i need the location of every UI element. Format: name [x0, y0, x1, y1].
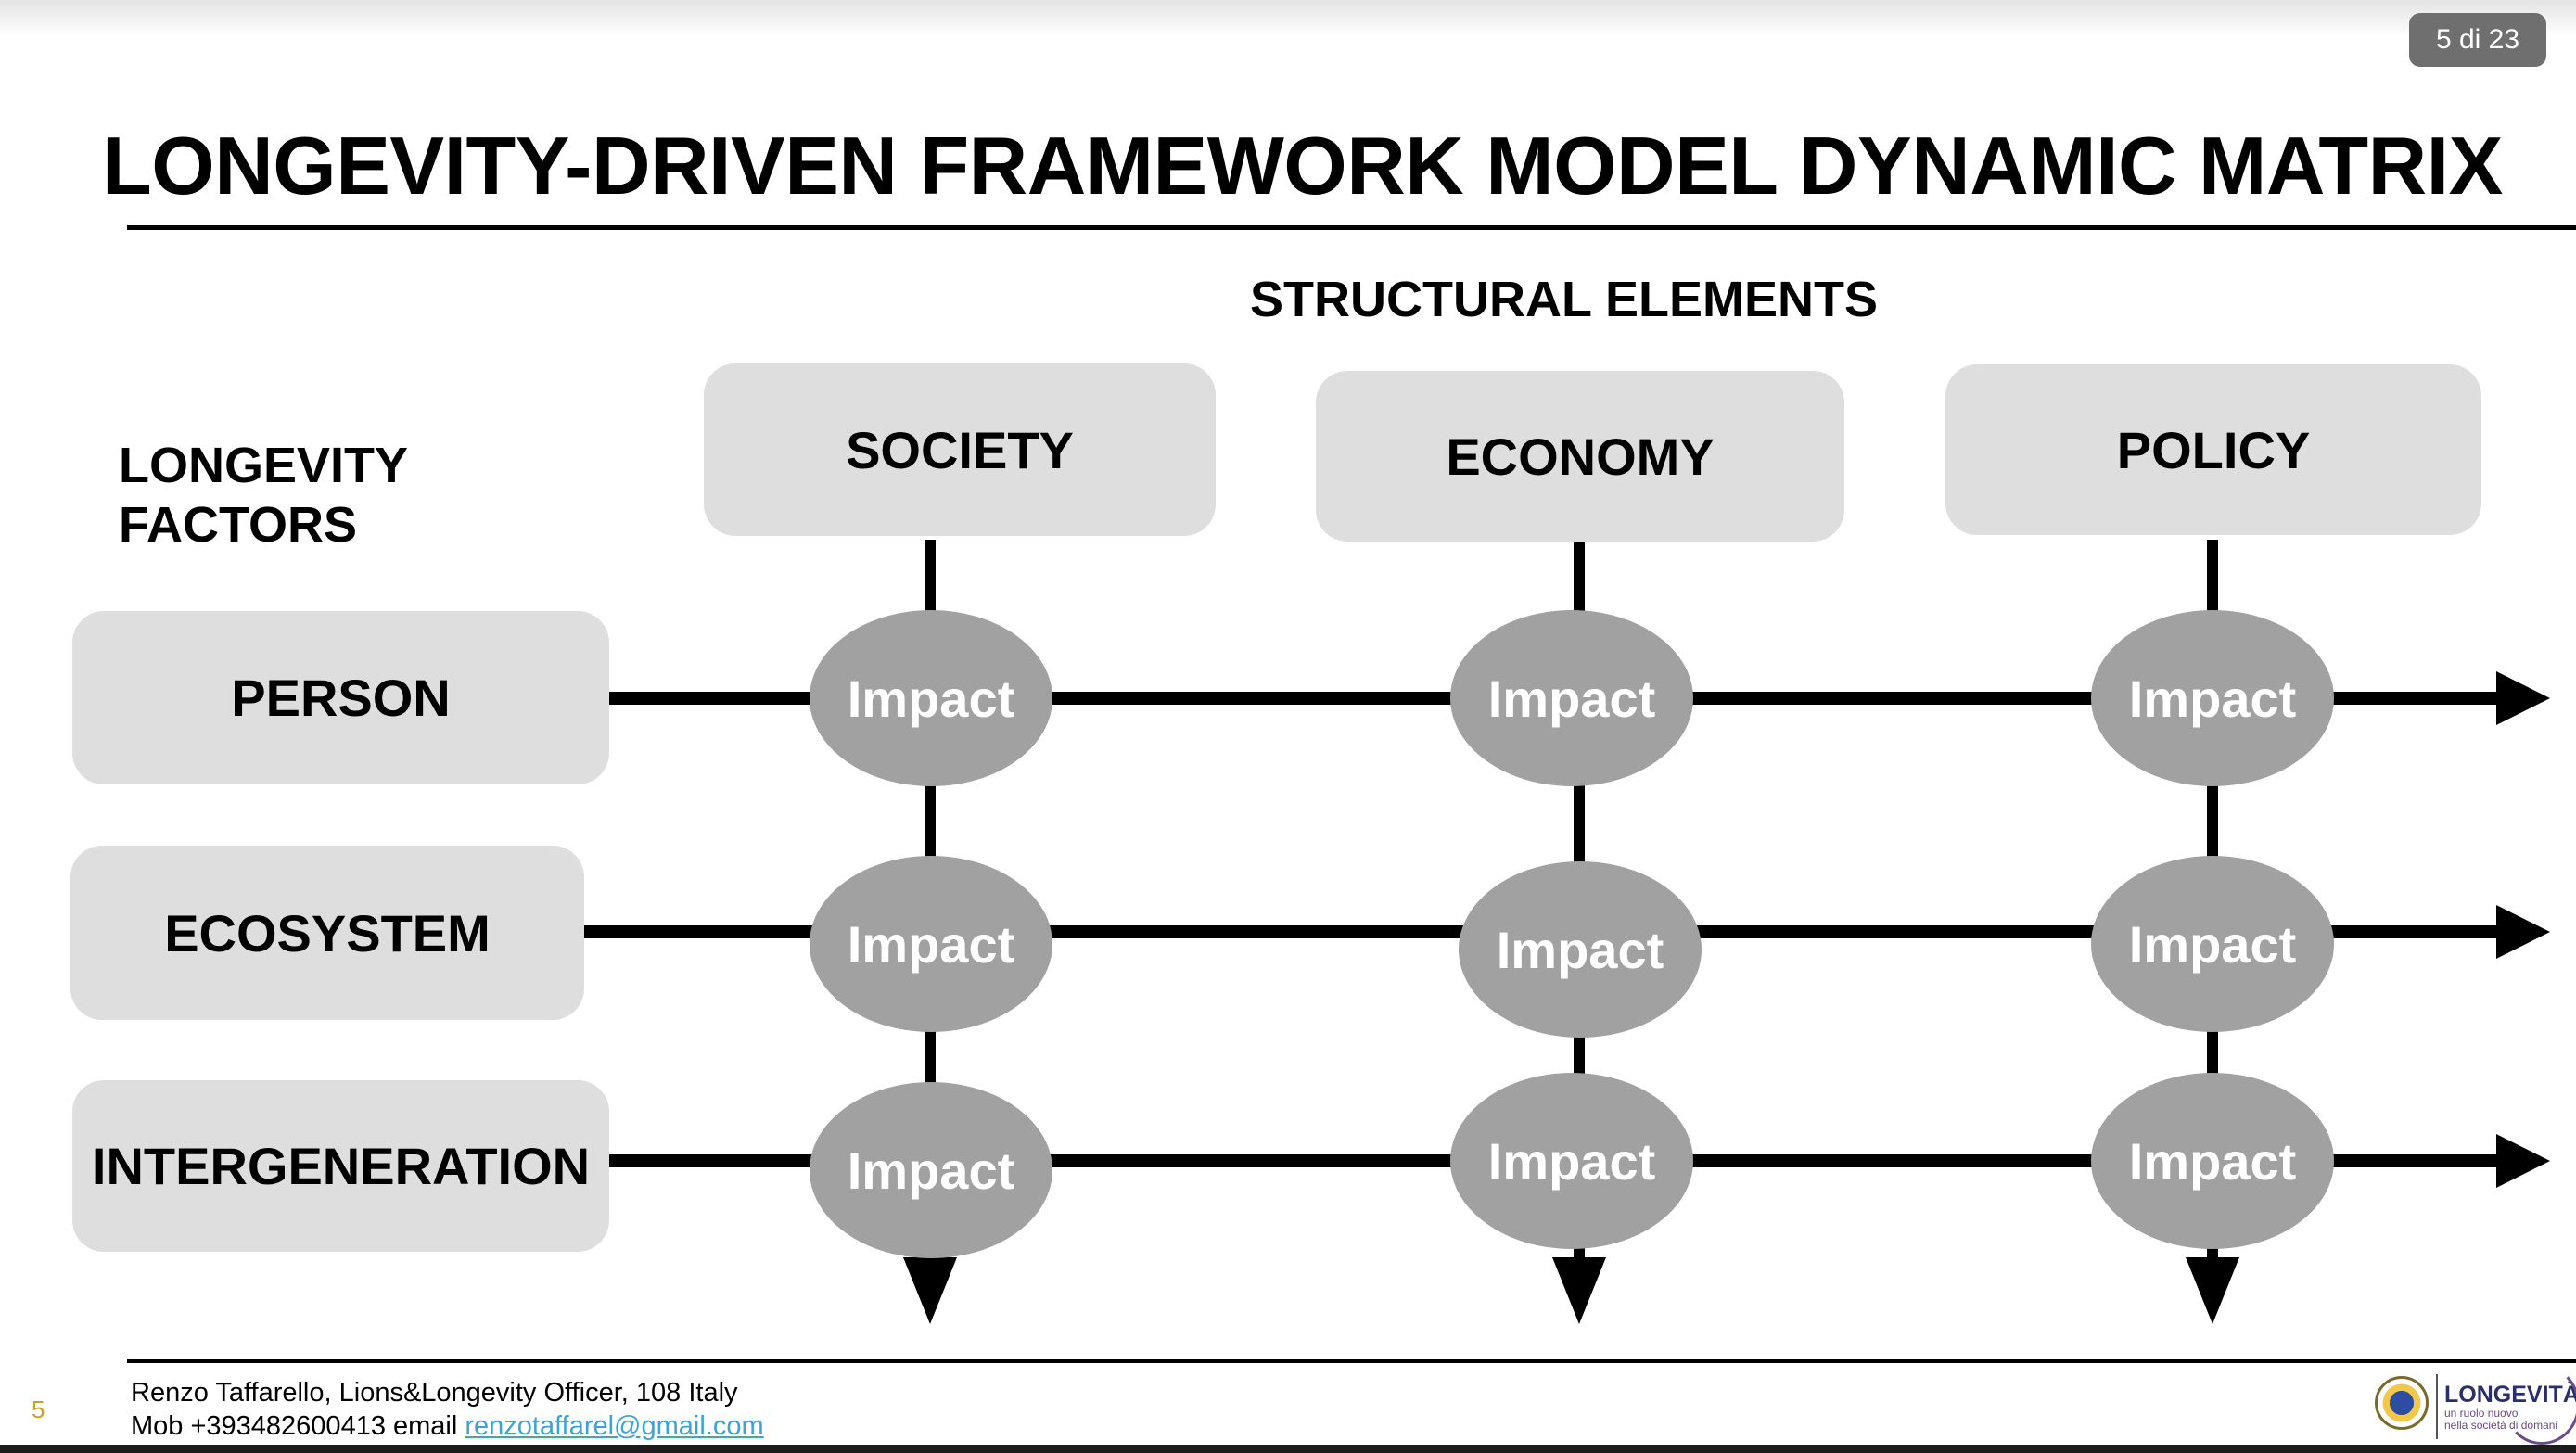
column-policy: POLICY: [1945, 364, 2481, 535]
footer-rule: [127, 1359, 2576, 1363]
impact-person-society: Impact: [810, 610, 1052, 786]
logo-divider: [2436, 1374, 2438, 1439]
society-arrowhead: [903, 1257, 957, 1324]
title-rule: [127, 225, 2576, 230]
structural-elements-heading: STRUCTURAL ELEMENTS: [1250, 272, 1879, 327]
ecosystem-arrowhead: [2496, 905, 2550, 959]
slide-number: 5: [32, 1396, 45, 1423]
longevita-logo-swoosh: [2504, 1365, 2576, 1445]
person-arrowhead: [2496, 671, 2550, 725]
impact-person-economy: Impact: [1450, 610, 1693, 786]
page-indicator: 5 di 23: [2409, 13, 2546, 67]
row-person: PERSON: [72, 611, 609, 784]
footer-contact: Renzo Taffarello, Lions&Longevity Office…: [131, 1376, 764, 1443]
factors-heading-line2: FACTORS: [119, 497, 358, 553]
footer-phone-text: Mob +393482600413 email: [131, 1411, 465, 1441]
slide-title: LONGEVITY-DRIVEN FRAMEWORK MODEL DYNAMIC…: [102, 120, 2503, 211]
impact-intergeneration-society: Impact: [810, 1082, 1052, 1258]
viewer-top-shade: [0, 0, 2576, 37]
lions-seal-logo: [2375, 1376, 2429, 1430]
intergeneration-arrowhead: [2496, 1134, 2550, 1188]
row-ecosystem: ECOSYSTEM: [70, 846, 584, 1020]
column-economy: ECONOMY: [1316, 371, 1844, 542]
factors-heading-line1: LONGEVITY: [119, 438, 409, 493]
impact-person-policy: Impact: [2091, 610, 2334, 786]
footer-contact-line: Mob +393482600413 email renzotaffarel@gm…: [131, 1409, 764, 1443]
impact-intergeneration-policy: Impact: [2091, 1073, 2334, 1249]
logo-tagline-line1: un ruolo nuovo: [2444, 1407, 2519, 1420]
economy-arrowhead: [1552, 1257, 1606, 1324]
viewer-bottom-edge: [0, 1445, 2576, 1453]
impact-ecosystem-society: Impact: [810, 856, 1052, 1032]
policy-arrowhead: [2186, 1257, 2239, 1324]
impact-ecosystem-policy: Impact: [2091, 856, 2334, 1032]
column-society: SOCIETY: [704, 363, 1216, 536]
impact-intergeneration-economy: Impact: [1450, 1073, 1693, 1249]
email-link[interactable]: renzotaffarel@gmail.com: [465, 1411, 764, 1441]
longevity-factors-heading: LONGEVITY FACTORS: [119, 436, 508, 554]
footer-author-line: Renzo Taffarello, Lions&Longevity Office…: [131, 1378, 738, 1408]
impact-ecosystem-economy: Impact: [1459, 861, 1702, 1038]
row-intergeneration: INTERGENERATION: [72, 1080, 609, 1252]
